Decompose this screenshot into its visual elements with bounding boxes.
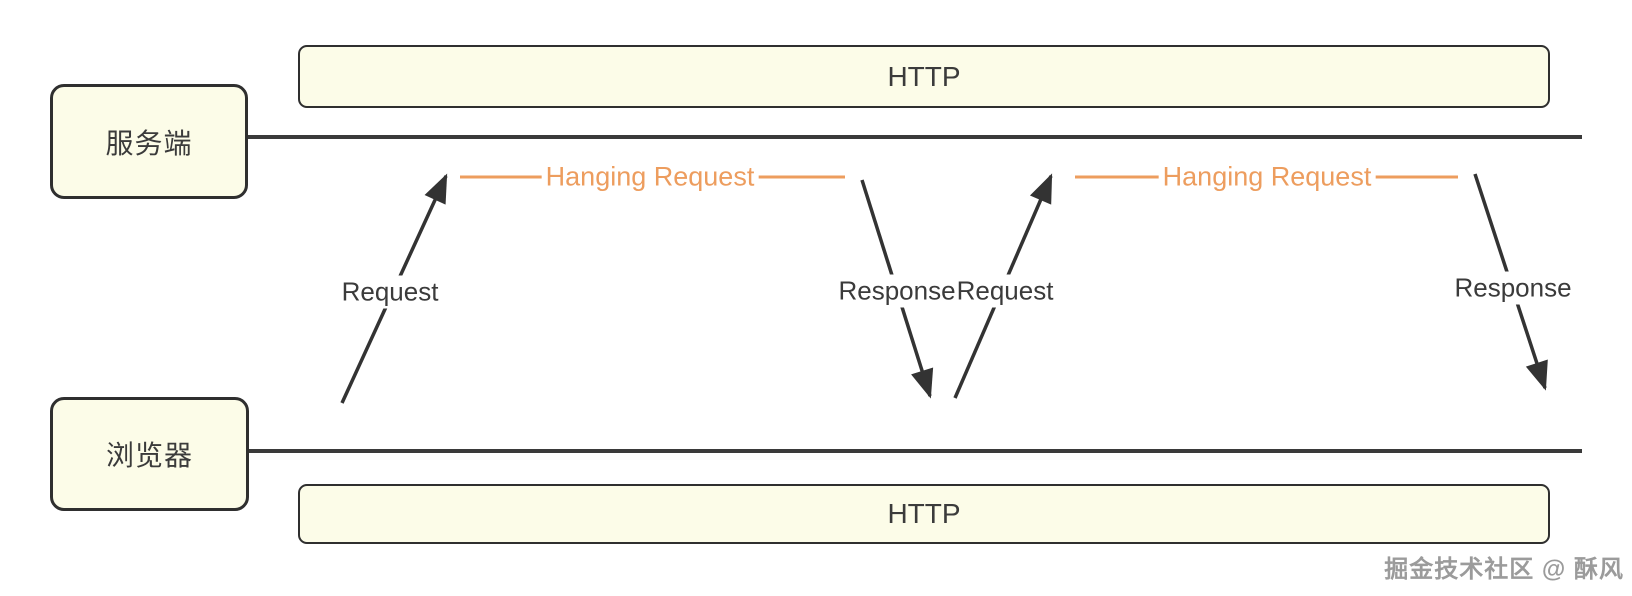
browser-actor-label: 浏览器	[105, 440, 193, 471]
server-actor-label: 服务端	[105, 127, 193, 159]
http-channel-top: HTTP	[298, 45, 1550, 108]
request-label-2: Request	[954, 274, 1056, 308]
http-channel-top-label: HTTP	[887, 60, 961, 92]
server-actor-box: 服务端	[50, 84, 248, 199]
watermark: 掘金技术社区 @ 酥风	[1384, 556, 1624, 583]
hanging-request-label-2: Hanging Request	[1158, 161, 1376, 193]
request-label-1: Request	[339, 275, 441, 309]
http-channel-bottom-label: HTTP	[887, 498, 961, 529]
http-channel-bottom: HTTP	[298, 484, 1550, 544]
response-label-1: Response	[836, 274, 958, 308]
response-label-2: Response	[1452, 271, 1574, 305]
hanging-request-label-1: Hanging Request	[541, 161, 759, 193]
browser-actor-box: 浏览器	[50, 397, 249, 511]
